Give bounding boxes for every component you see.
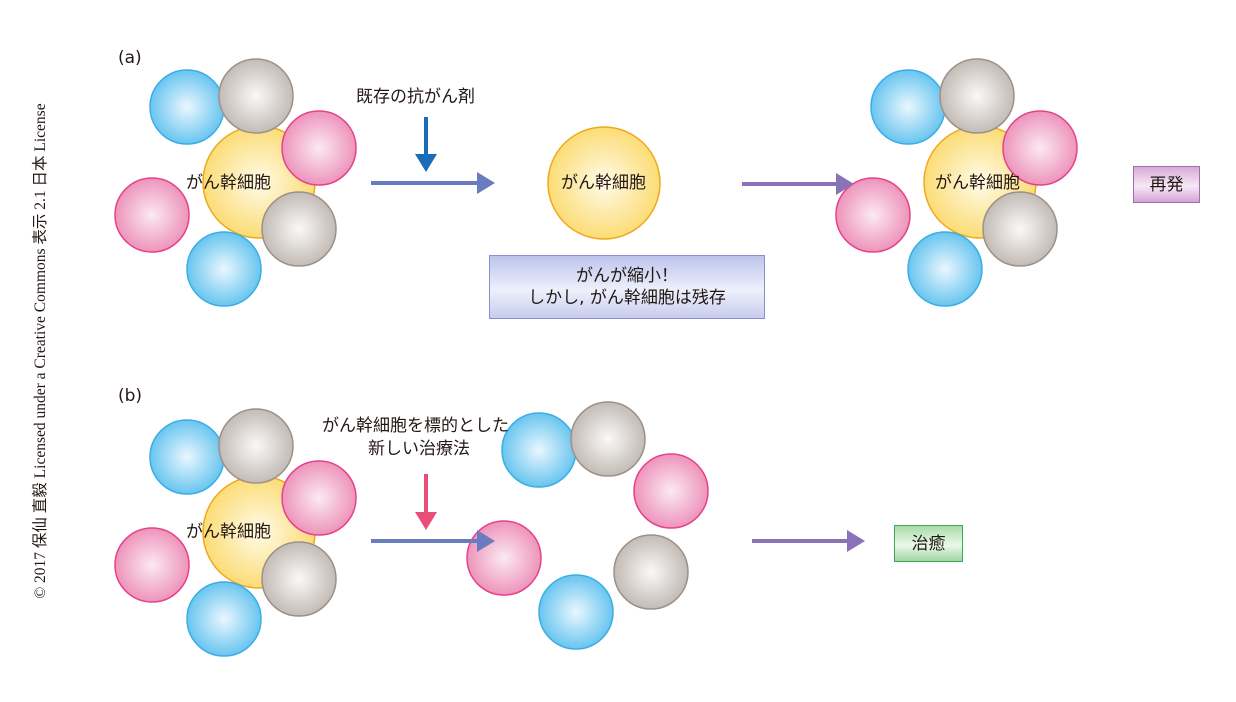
cluster-a-initial-cancer-cell-gray xyxy=(218,58,294,134)
license-credit: © 2017 保仙 直毅 Licensed under a Creative C… xyxy=(32,103,49,599)
treatment-flow-arrow-b xyxy=(371,530,495,552)
cure-badge: 治癒 xyxy=(894,525,963,562)
cluster-b-scattered-cancer-cell-gray xyxy=(613,534,689,610)
cluster-a-initial-cancer-cell-gray xyxy=(261,191,337,267)
cure-flow-arrow xyxy=(752,530,865,552)
stem-cell-remain-text: しかし, がん幹細胞は残存 xyxy=(528,288,726,308)
cancer-stem-cell-label-b: がん幹細胞 xyxy=(186,522,271,542)
cluster-b-initial-cancer-cell-blue xyxy=(186,581,262,657)
relapse-flow-arrow xyxy=(742,173,854,195)
treatment-flow-arrow-a xyxy=(371,172,495,194)
cluster-b-initial-cancer-cell-pink xyxy=(281,460,357,536)
cluster-b-initial-cancer-cell-blue xyxy=(149,419,225,495)
new-therapy-label-line1: がん幹細胞を標的とした xyxy=(322,416,509,436)
cluster-b-scattered-cancer-cell-blue xyxy=(538,574,614,650)
new-therapy-arrow xyxy=(415,474,437,530)
tumor-shrink-text: がんが縮小！ xyxy=(576,266,678,286)
panel-a-label: (a) xyxy=(118,48,142,68)
relapse-badge: 再発 xyxy=(1133,166,1200,203)
cluster-b-scattered-cancer-cell-blue xyxy=(501,412,577,488)
cluster-a-initial-cancer-cell-pink xyxy=(281,110,357,186)
cluster-a-relapse-cancer-cell-blue xyxy=(870,69,946,145)
existing-drug-arrow xyxy=(415,117,437,172)
cluster-b-initial-cancer-cell-pink xyxy=(114,527,190,603)
cluster-b-initial-cancer-cell-gray xyxy=(218,408,294,484)
tumor-shrink-box: がんが縮小！ しかし, がん幹細胞は残存 xyxy=(489,255,765,319)
cluster-b-initial-cancer-cell-gray xyxy=(261,541,337,617)
remaining-stem-cell xyxy=(547,126,661,240)
cluster-a-initial-cancer-cell-pink xyxy=(114,177,190,253)
cluster-a-relapse-cancer-cell-gray xyxy=(982,191,1058,267)
cluster-a-initial-cancer-cell-blue xyxy=(149,69,225,145)
cluster-a-relapse-cancer-cell-gray xyxy=(939,58,1015,134)
cluster-a-relapse-cancer-cell-pink xyxy=(835,177,911,253)
panel-b-label: (b) xyxy=(118,386,143,406)
cluster-b-scattered-cancer-cell-gray xyxy=(570,401,646,477)
cluster-a-relapse-cancer-cell-blue xyxy=(907,231,983,307)
cluster-b-scattered-cancer-cell-pink xyxy=(633,453,709,529)
existing-drug-label: 既存の抗がん剤 xyxy=(356,87,475,107)
cluster-a-relapse-cancer-cell-pink xyxy=(1002,110,1078,186)
new-therapy-label-line2: 新しい治療法 xyxy=(368,439,470,459)
cancer-stem-cell-label: がん幹細胞 xyxy=(186,173,271,193)
remaining-stem-cell-label: がん幹細胞 xyxy=(561,173,646,193)
cluster-a-initial-cancer-cell-blue xyxy=(186,231,262,307)
regrown-stem-cell-label: がん幹細胞 xyxy=(935,173,1020,193)
